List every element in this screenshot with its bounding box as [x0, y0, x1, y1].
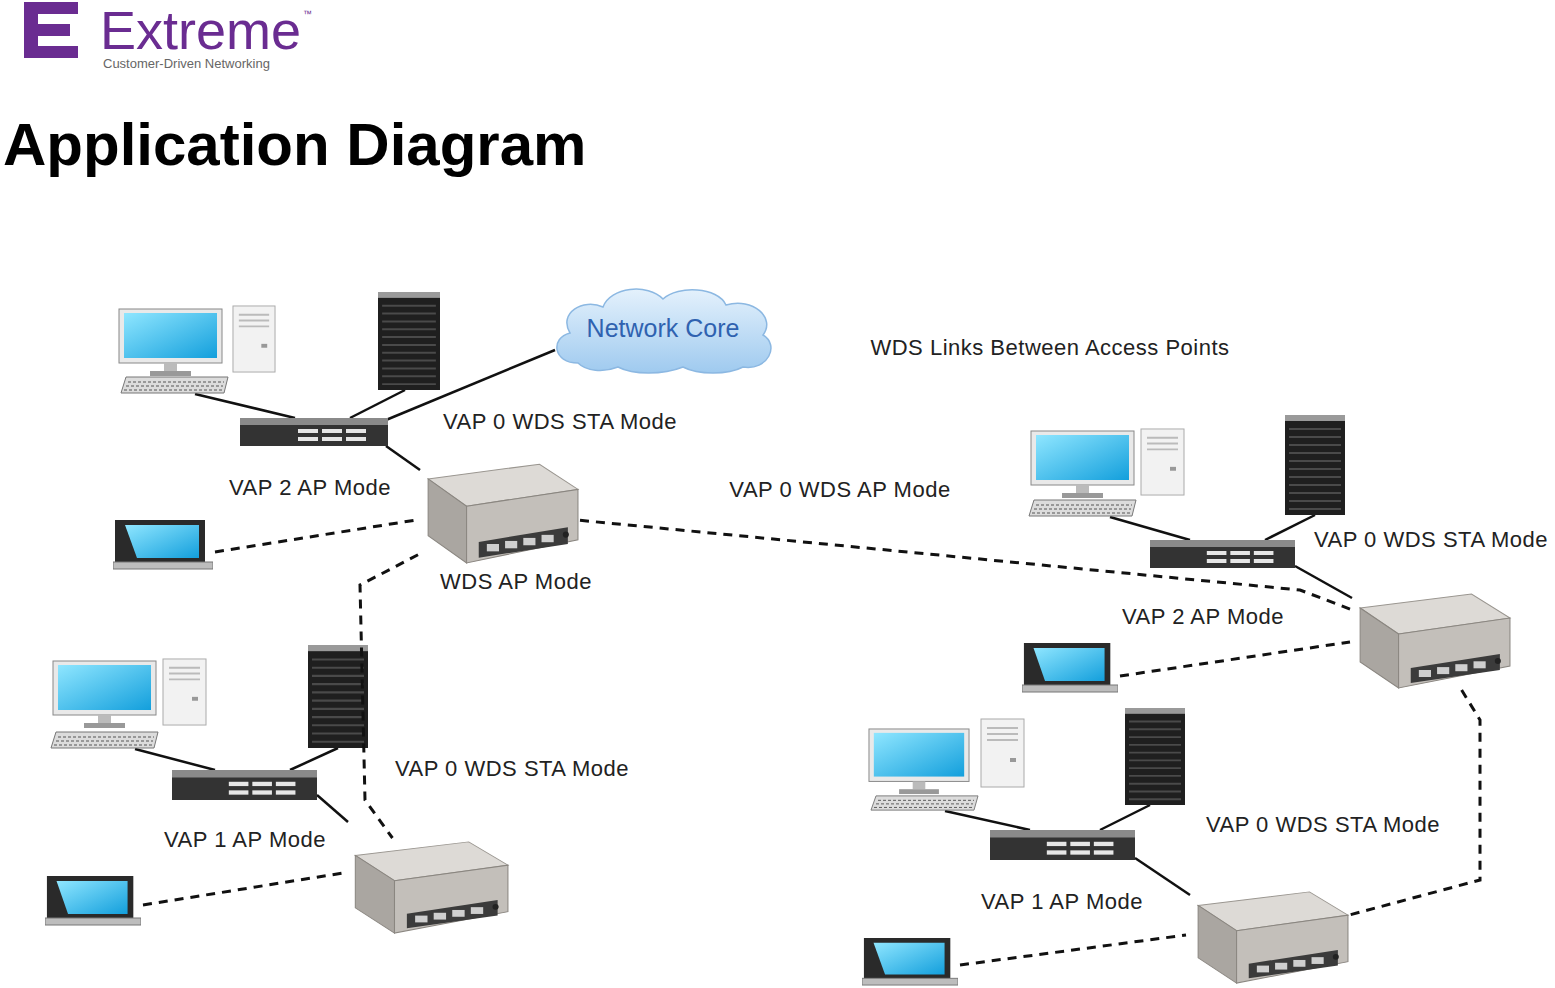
- tagline: Customer-Driven Networking: [103, 57, 270, 71]
- ap-port: [1275, 963, 1287, 970]
- wds-link: [1350, 690, 1480, 915]
- server: [1285, 415, 1345, 515]
- pc-tower: [163, 659, 206, 725]
- ap-port: [415, 916, 427, 923]
- access-point-device: [418, 460, 580, 565]
- ap-ports: [1249, 950, 1338, 978]
- switch: [172, 770, 317, 800]
- mode-label: VAP 0 WDS STA Mode: [1314, 528, 1548, 552]
- cloud-outline: [557, 289, 771, 373]
- ap-jack: [492, 904, 498, 910]
- wds-link: [360, 555, 418, 838]
- ap-port: [487, 544, 499, 551]
- switch: [240, 418, 388, 446]
- mode-label: VAP 0 WDS STA Mode: [443, 410, 677, 434]
- pc-tower: [981, 719, 1024, 787]
- pc-tower: [1141, 429, 1184, 495]
- ap-jack: [1495, 658, 1501, 664]
- wds-link: [580, 520, 1350, 609]
- vap-label: VAP 2 AP Mode: [229, 476, 391, 500]
- diagram-note: WDS Links Between Access Points: [870, 336, 1229, 360]
- keyboard: [51, 732, 158, 748]
- devices: [45, 292, 1345, 985]
- ap-side: [1360, 608, 1398, 688]
- pc-monitor: [869, 729, 969, 794]
- mode-label: VAP 0 WDS STA Mode: [1206, 813, 1440, 837]
- ap-front: [1237, 915, 1348, 983]
- cloud-node: Network Core: [548, 283, 778, 375]
- brand-name: Extreme: [100, 3, 301, 57]
- ap-side: [1198, 905, 1236, 983]
- laptop: [113, 520, 213, 569]
- keyboard: [871, 796, 978, 810]
- ap-side: [428, 479, 466, 563]
- switch: [1150, 540, 1295, 568]
- trademark: ™: [303, 10, 312, 20]
- ap-port: [523, 538, 535, 545]
- connectors: [360, 520, 1480, 914]
- ap-front: [467, 489, 578, 563]
- access-point: VAP 0 WDS STA Mode: [1188, 888, 1350, 985]
- pc-tower: [233, 306, 275, 372]
- switch: [990, 830, 1135, 860]
- ap-front: [395, 865, 508, 933]
- ap-port: [434, 913, 446, 920]
- server: [1125, 708, 1185, 805]
- laptop: [1022, 643, 1118, 692]
- ap-port: [1474, 661, 1486, 668]
- access-point: VAP 0 WDS STA Mode: [345, 838, 510, 935]
- ap-port: [1293, 960, 1305, 967]
- wireless-links: [143, 520, 1350, 965]
- keyboard: [121, 377, 228, 393]
- pc-monitor: [1031, 431, 1134, 498]
- logo-mark: [24, 2, 78, 58]
- ap-ports: [407, 900, 498, 928]
- ap-port: [1437, 667, 1449, 674]
- ap-front: [1399, 618, 1510, 688]
- ap-port: [542, 535, 554, 542]
- keyboard: [1029, 500, 1136, 516]
- ap-port: [1419, 670, 1431, 677]
- access-point-device: [345, 838, 510, 935]
- ap-jack: [563, 531, 569, 537]
- pc-monitor: [119, 309, 222, 376]
- ap-ports: [1411, 654, 1500, 683]
- access-point-device: [1188, 888, 1350, 985]
- ap-port: [1312, 957, 1324, 964]
- cloud-label: Network Core: [587, 315, 740, 343]
- server: [308, 645, 368, 748]
- ap-port: [471, 907, 483, 914]
- ap-side: [355, 855, 394, 933]
- vap-label: VAP 1 AP Mode: [981, 890, 1143, 914]
- server: [378, 292, 440, 390]
- ap-port: [452, 910, 464, 917]
- page-title: Application Diagram: [3, 115, 586, 175]
- vap-label: VAP 2 AP Mode: [1122, 605, 1284, 629]
- laptop: [862, 938, 958, 985]
- ap-jack: [1333, 954, 1339, 960]
- link-label: VAP 0 WDS AP Mode: [726, 478, 953, 502]
- ap-ports: [479, 527, 568, 557]
- cables: [135, 350, 1352, 895]
- access-point-device: [1350, 590, 1512, 690]
- ap-port: [505, 541, 517, 548]
- vap-label: VAP 1 AP Mode: [164, 828, 326, 852]
- access-point: VAP 0 WDS STA Mode: [1350, 590, 1512, 690]
- ap-port: [1455, 664, 1467, 671]
- access-point: VAP 0 WDS STA ModeWDS AP Mode: [418, 460, 580, 565]
- ap-port: [1257, 966, 1269, 973]
- mode-label: VAP 0 WDS STA Mode: [395, 757, 629, 781]
- laptop: [45, 876, 141, 925]
- mode-label: WDS AP Mode: [440, 570, 592, 594]
- pc-monitor: [53, 661, 156, 728]
